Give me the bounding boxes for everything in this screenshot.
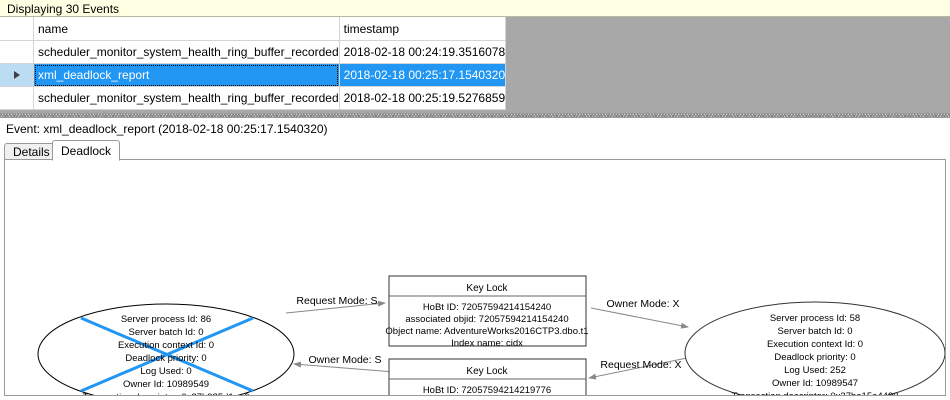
event-title-label: Event: xml_deadlock_report (2018-02-18 0…	[6, 122, 328, 136]
keylock-top-line-1: associated objid: 72057594214154240	[405, 314, 568, 325]
keylock-top-line-3: Index name: cidx	[451, 338, 523, 349]
process-right-line-1: Server batch Id: 0	[778, 326, 853, 337]
events-count-label: Displaying 30 Events	[7, 2, 120, 16]
edge-owner-x-label: Owner Mode: X	[607, 298, 680, 310]
edge-owner-mode-s: Owner Mode: S	[293, 354, 396, 373]
events-count-bar: Displaying 30 Events	[0, 0, 950, 17]
edge-owner-s-label: Owner Mode: S	[309, 354, 382, 366]
column-header-selector	[0, 17, 34, 41]
process-right-line-3: Deadlock priority: 0	[774, 352, 855, 363]
resource-node-keylock-top[interactable]: Key Lock HoBt ID: 72057594214154240 asso…	[385, 275, 589, 349]
cell-timestamp[interactable]: 2018-02-18 00:25:17.1540320	[339, 63, 507, 87]
edge-owner-mode-x: Owner Mode: X	[590, 298, 689, 329]
edge-request-mode-s: Request Mode: S	[285, 295, 386, 314]
cell-name[interactable]: scheduler_monitor_system_health_ring_buf…	[33, 40, 340, 64]
header-row: name timestamp	[0, 17, 507, 41]
events-grid-header: name timestamp	[0, 17, 507, 41]
edge-request-s-line	[285, 300, 386, 314]
row-selector-cell-current[interactable]	[0, 63, 34, 87]
process-right-line-6: Transaction descriptor: 0x27ba15a4490	[731, 391, 898, 395]
tab-details[interactable]: Details	[4, 143, 59, 160]
process-right-line-2: Execution context Id: 0	[767, 339, 863, 350]
column-header-timestamp[interactable]: timestamp	[339, 17, 507, 41]
deadlock-tab-panel: Request Mode: S Owner Mode: S Owner Mode…	[4, 159, 946, 396]
process-left-line-4: Log Used: 0	[140, 366, 191, 377]
event-detail-pane: Event: xml_deadlock_report (2018-02-18 0…	[0, 118, 950, 400]
process-right-line-0: Server process Id: 58	[770, 313, 860, 324]
row-selector-cell[interactable]	[0, 40, 34, 64]
horizontal-splitter[interactable]	[0, 113, 950, 118]
edge-request-x-label: Request Mode: X	[600, 359, 681, 371]
table-row[interactable]: scheduler_monitor_system_health_ring_buf…	[0, 40, 507, 64]
process-left-line-3: Deadlock priority: 0	[125, 353, 206, 364]
process-left-line-1: Server batch Id: 0	[129, 327, 204, 338]
keylock-top-title: Key Lock	[466, 283, 508, 294]
process-left-line-6: Transaction descriptor: 0x27b985d1ae0	[82, 392, 249, 395]
edge-owner-x-line	[590, 307, 689, 329]
events-grid-table: name timestamp scheduler_monitor_system_…	[0, 17, 507, 110]
detail-tab-strip: Details Deadlock	[4, 140, 946, 161]
column-header-name[interactable]: name	[33, 17, 340, 41]
edge-request-s-label: Request Mode: S	[296, 295, 377, 307]
process-right-line-4: Log Used: 252	[784, 365, 846, 376]
cell-name[interactable]: scheduler_monitor_system_health_ring_buf…	[33, 86, 340, 110]
process-node-left[interactable]: Server process Id: 86 Server batch Id: 0…	[37, 303, 295, 395]
events-grid-body: scheduler_monitor_system_health_ring_buf…	[0, 40, 507, 110]
keylock-bottom-line-0: HoBt ID: 72057594214219776	[423, 385, 551, 395]
deadlock-graph-canvas[interactable]: Request Mode: S Owner Mode: S Owner Mode…	[5, 160, 945, 395]
keylock-bottom-box[interactable]	[388, 358, 587, 395]
process-node-right[interactable]: Server process Id: 58 Server batch Id: 0…	[684, 301, 945, 395]
process-left-line-5: Owner Id: 10989549	[123, 379, 209, 390]
keylock-bottom-title: Key Lock	[466, 366, 508, 377]
deadlock-victim-cross-icon	[80, 316, 254, 393]
keylock-top-box[interactable]	[388, 275, 587, 347]
table-row[interactable]: scheduler_monitor_system_health_ring_buf…	[0, 86, 507, 110]
table-row-selected[interactable]: xml_deadlock_report 2018-02-18 00:25:17.…	[0, 63, 507, 87]
row-selector-cell[interactable]	[0, 86, 34, 110]
process-right-line-5: Owner Id: 10989547	[772, 378, 858, 389]
keylock-top-line-0: HoBt ID: 72057594214154240	[423, 302, 551, 313]
edge-request-x-line	[588, 357, 688, 380]
cell-timestamp[interactable]: 2018-02-18 00:25:19.5276859	[339, 86, 507, 110]
resource-node-keylock-bottom[interactable]: Key Lock HoBt ID: 72057594214219776 asso…	[385, 358, 588, 395]
edge-request-mode-x: Request Mode: X	[588, 357, 688, 380]
process-left-line-0: Server process Id: 86	[121, 314, 211, 325]
keylock-top-line-2: Object name: AdventureWorks2016CTP3.dbo.…	[385, 326, 588, 337]
cell-timestamp[interactable]: 2018-02-18 00:24:19.3516078	[339, 40, 507, 64]
process-right-ellipse[interactable]	[684, 301, 945, 395]
process-left-line-2: Execution context Id: 0	[118, 340, 214, 351]
edge-owner-s-line	[293, 361, 396, 373]
current-row-arrow-icon	[13, 71, 20, 79]
cell-name[interactable]: xml_deadlock_report	[33, 63, 340, 87]
tab-deadlock[interactable]: Deadlock	[52, 140, 121, 161]
events-grid[interactable]: name timestamp scheduler_monitor_system_…	[0, 17, 950, 113]
